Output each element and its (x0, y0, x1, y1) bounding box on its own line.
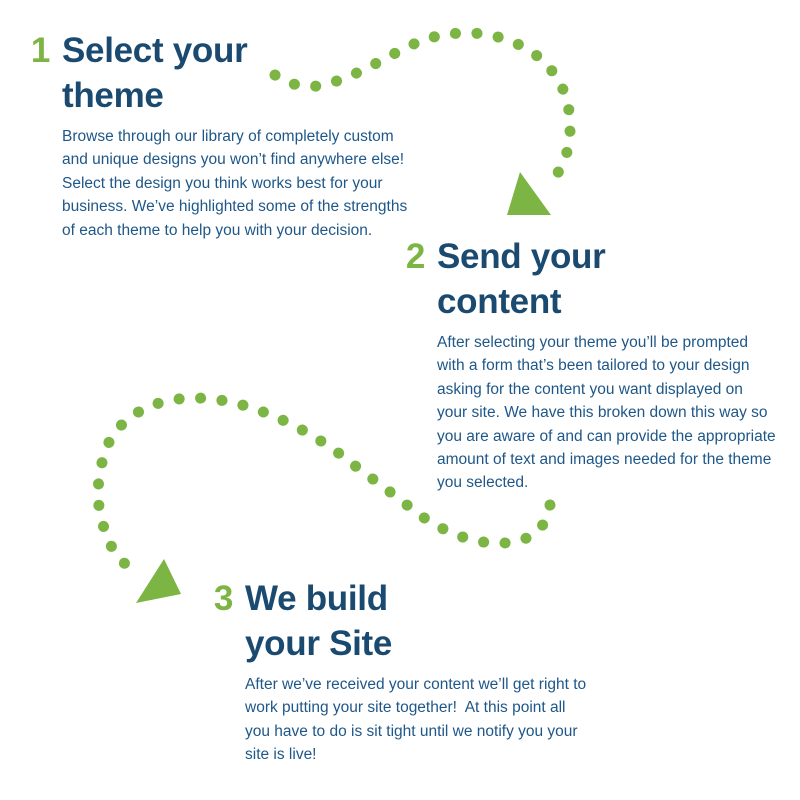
step-2-title: Send your content (437, 237, 606, 321)
step-2-number: 2 (405, 237, 425, 276)
step-3: 3 We build your Site After we’ve receive… (214, 576, 587, 767)
step-3-title: We build your Site (245, 579, 393, 663)
step-1-number: 1 (30, 31, 50, 70)
step-1-title: Select your theme (62, 31, 248, 115)
step-2-description: After selecting your theme you’ll be pro… (437, 334, 776, 492)
arrowhead-2-icon (136, 559, 181, 603)
step-2: 2 Send your content After selecting your… (406, 234, 776, 495)
step-1-description: Browse through our library of completely… (62, 128, 408, 239)
step-3-description: After we’ve received your content we’ll … (245, 676, 587, 764)
step-1: 1 Select your theme Browse through our l… (31, 28, 408, 242)
arrowhead-1-icon (507, 172, 551, 215)
step-3-number: 3 (213, 579, 233, 618)
